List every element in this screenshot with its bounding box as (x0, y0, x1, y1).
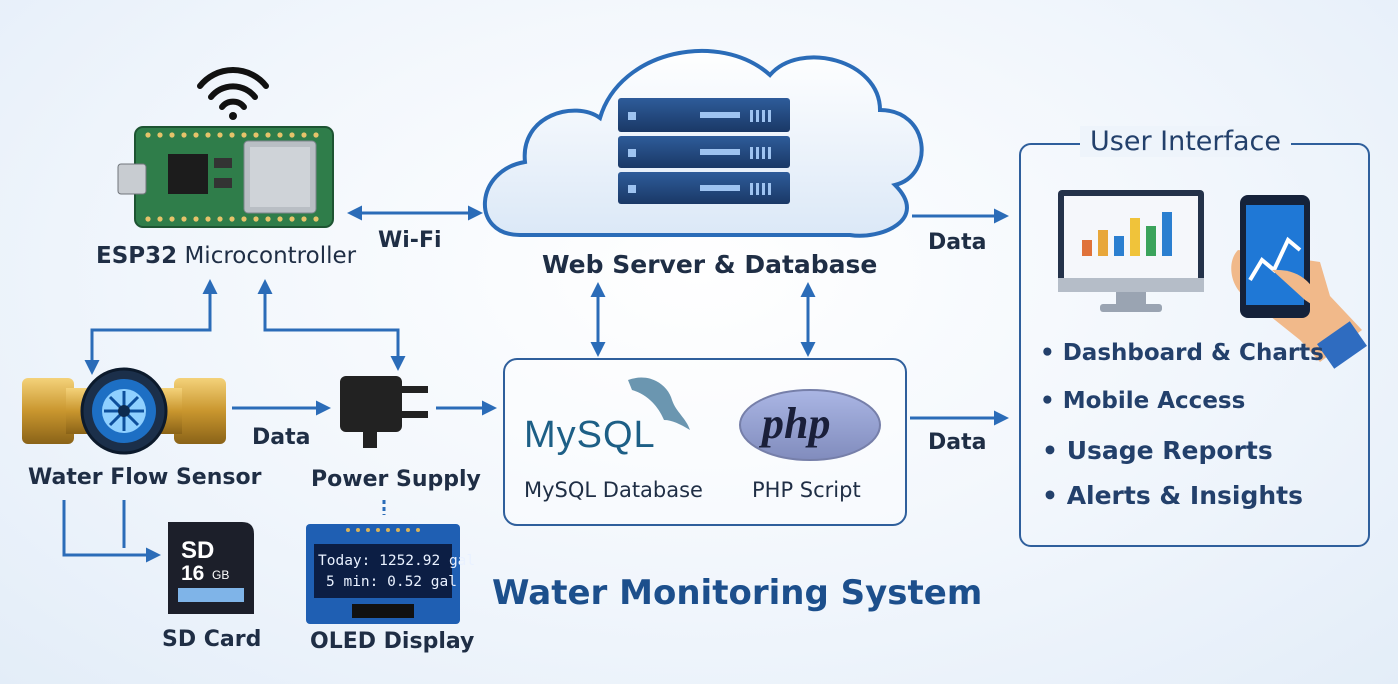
server-rack-icon (618, 98, 790, 204)
oled-line-2: 5 min: 0.52 gal (326, 574, 457, 590)
esp32-label-bold: ESP32 (96, 243, 178, 269)
sd-card-text-size: 16 (181, 562, 204, 585)
monitor-icon (1058, 190, 1204, 312)
wifi-label: Wi-Fi (378, 228, 442, 253)
server-label: Web Server & Database (542, 250, 878, 279)
ui-item-mobile: • Mobile Access (1040, 388, 1246, 414)
database-group-box (503, 358, 907, 526)
flow-sensor-label: Water Flow Sensor (28, 465, 262, 490)
php-logo-icon (739, 389, 881, 461)
oled-display-icon (306, 524, 460, 624)
user-interface-title: User Interface (1080, 126, 1292, 157)
ui-item-label: Dashboard & Charts (1062, 340, 1324, 366)
power-supply-label: Power Supply (311, 467, 481, 492)
arrow-sensor-esp32 (84, 279, 218, 375)
mysql-dolphin-icon (628, 377, 690, 430)
data-label-sensor-power: Data (252, 425, 311, 450)
oled-line-1: Today: 1252.92 gal (318, 553, 476, 569)
ui-item-label: Usage Reports (1066, 436, 1273, 465)
php-label: PHP Script (752, 478, 861, 502)
data-label-db-ui: Data (928, 430, 987, 455)
sd-card-text-top: SD (181, 537, 214, 564)
ui-item-dashboard: • Dashboard & Charts (1040, 340, 1324, 366)
wifi-icon (197, 67, 269, 120)
ui-item-alerts: • Alerts & Insights (1042, 481, 1304, 510)
arrow-sensor-sd (62, 500, 161, 563)
php-logo-text: php (762, 399, 831, 448)
ui-item-label: Alerts & Insights (1066, 481, 1304, 510)
arrow-esp32-power (257, 279, 406, 371)
water-flow-sensor-icon (22, 367, 226, 455)
sd-card-icon (168, 522, 254, 614)
ui-item-label: Mobile Access (1062, 388, 1246, 414)
mysql-label: MySQL Database (524, 478, 703, 502)
data-label-server-ui: Data (928, 230, 987, 255)
oled-display-label: OLED Display (310, 629, 475, 654)
connection-arrows (62, 205, 1009, 563)
mysql-logo-text: MySQL (524, 414, 656, 456)
esp32-board (117, 126, 334, 228)
esp32-label: ESP32 Microcontroller (96, 243, 356, 269)
power-supply-icon (340, 376, 428, 448)
ui-item-reports: • Usage Reports (1042, 436, 1273, 465)
diagram-title: Water Monitoring System (492, 573, 983, 613)
esp32-label-rest: Microcontroller (184, 243, 357, 269)
smartphone-hand-icon (1231, 195, 1367, 369)
sd-card-label: SD Card (162, 627, 262, 652)
sd-card-text-unit: GB (212, 568, 229, 582)
